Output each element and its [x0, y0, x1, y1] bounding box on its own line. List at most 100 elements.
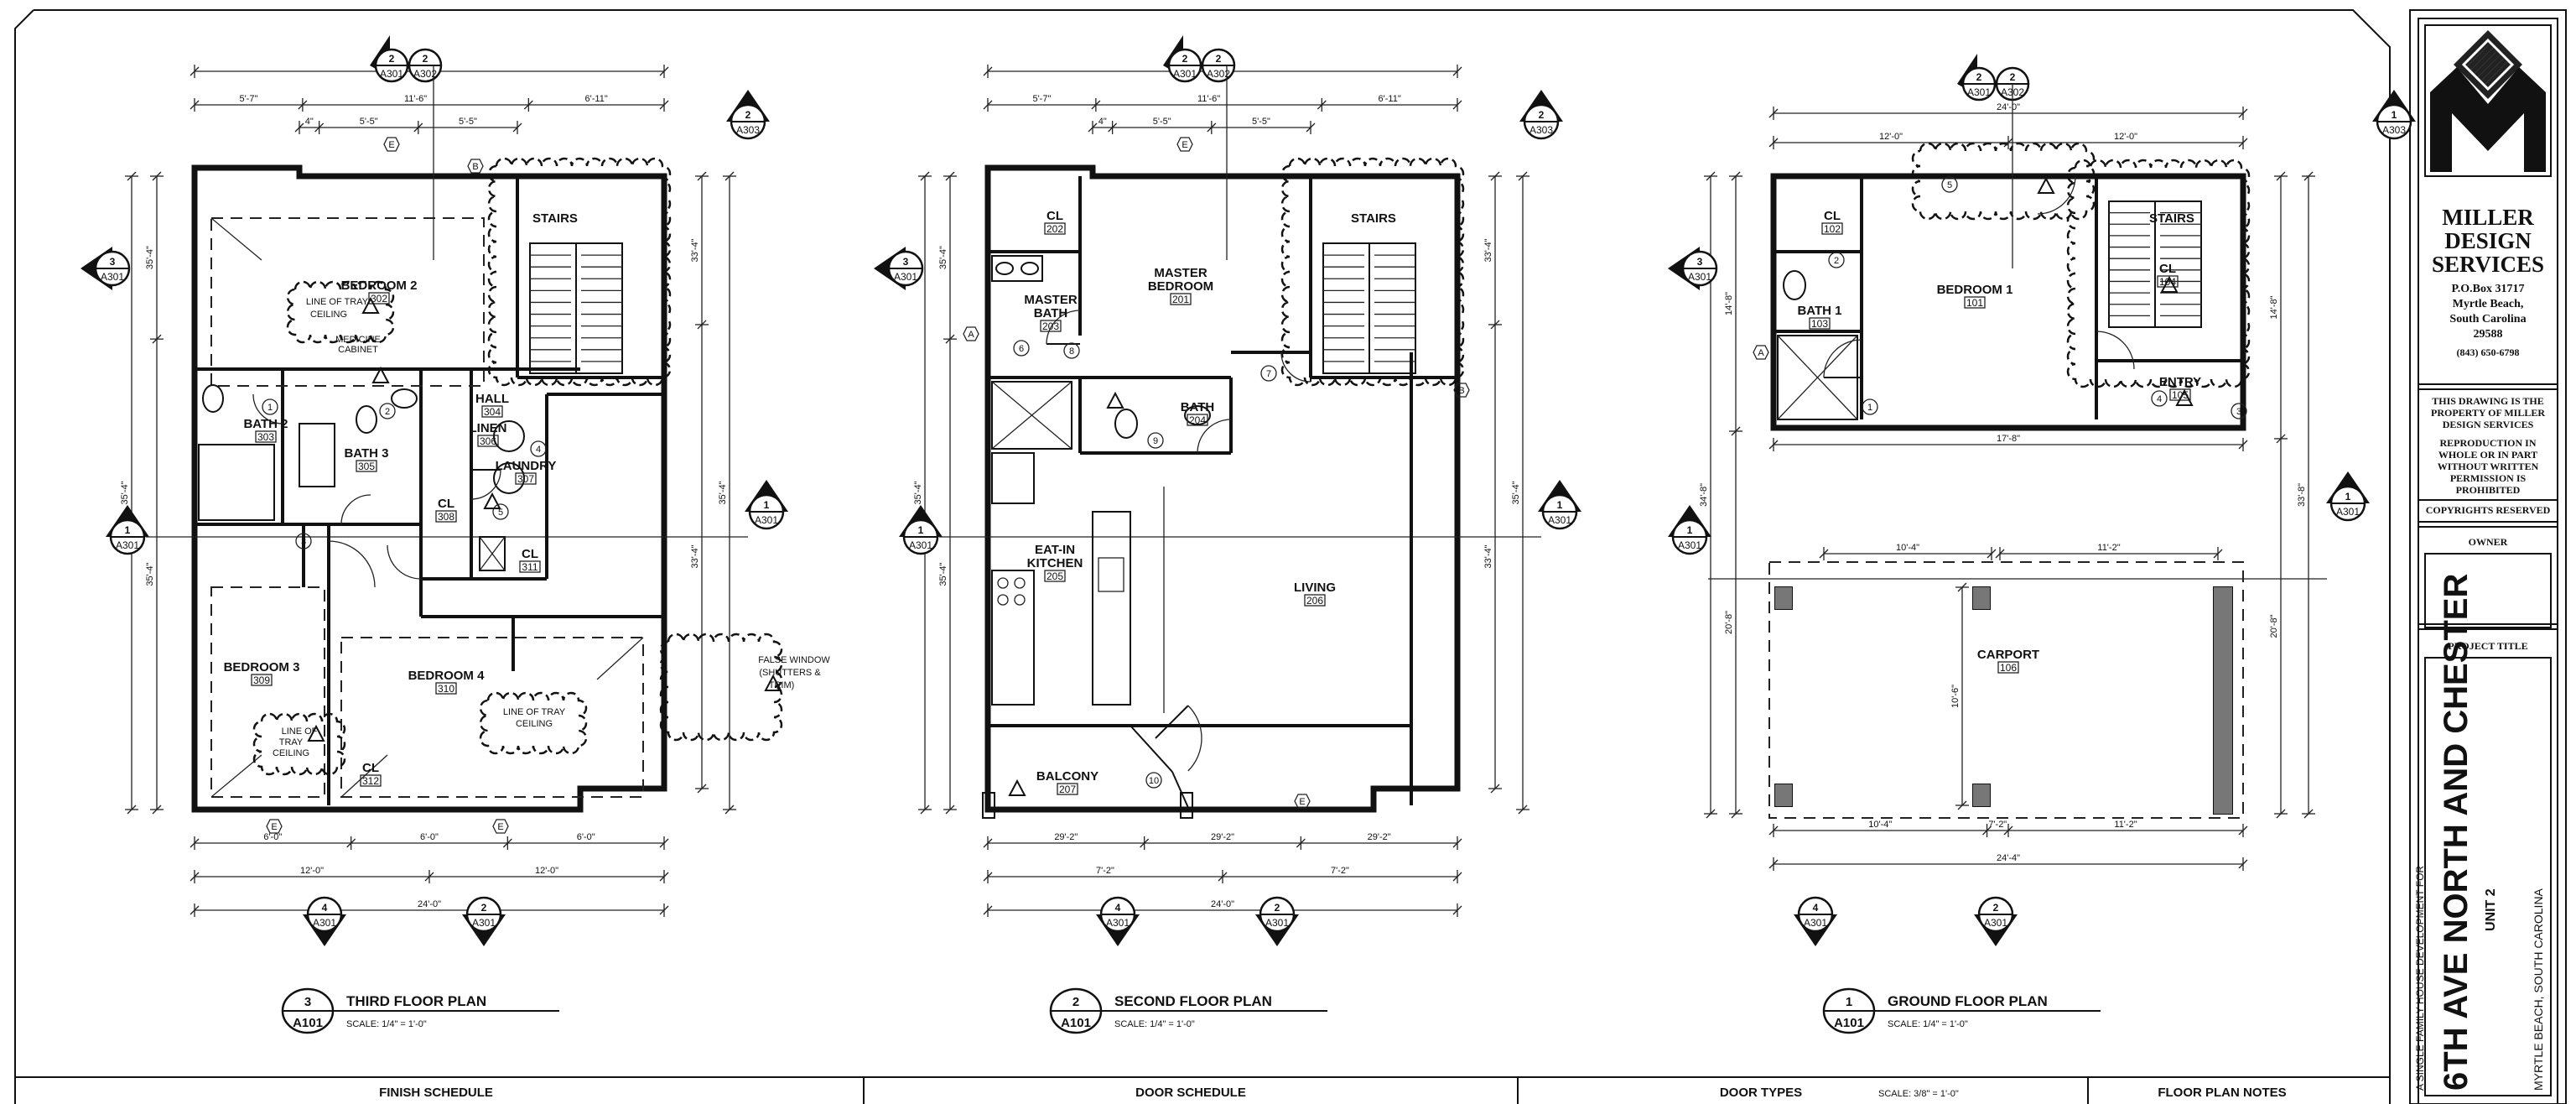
tag-label: 2	[385, 407, 390, 417]
room-name: LAUNDRY	[496, 459, 557, 473]
section-number: 1	[764, 499, 770, 511]
door-tag	[1260, 365, 1277, 382]
dimension-label: 24'-0"	[418, 899, 441, 909]
room-name: BEDROOM	[1148, 279, 1213, 294]
section-number: 2	[1182, 53, 1188, 65]
revision-cloud	[2066, 159, 2251, 388]
revision-delta-icon	[2160, 275, 2179, 293]
section-sheet: A301	[1265, 917, 1289, 929]
column-stub	[982, 792, 995, 819]
room-number: 202	[1046, 223, 1063, 235]
dimension-label: 14'-8"	[2269, 295, 2279, 319]
dimension-label: 5'-5"	[1153, 117, 1171, 127]
room-number: 203	[1042, 320, 1059, 332]
section-sheet: A301	[101, 271, 124, 283]
room-number: 204	[1189, 414, 1206, 426]
door-arc	[340, 494, 371, 525]
tray-ceiling-diagonal	[210, 217, 262, 261]
door-arc	[1823, 339, 1862, 378]
section-sheet: A303	[1530, 124, 1553, 136]
right-dimension-chain: 33'-4"33'-4"	[1483, 171, 1502, 794]
room-number-box	[1821, 222, 1843, 235]
ground-floor-plan: 24'-0"12'-0"12'-0"17'-8"10'-4"11'-2"10'-…	[1668, 54, 2416, 1034]
tag: E	[1294, 794, 1311, 809]
dimension-label: 33'-4"	[690, 544, 700, 568]
room-number-box	[1964, 296, 1986, 309]
room-number-box	[435, 682, 457, 695]
door-tag	[1828, 252, 1845, 268]
section-sheet: A303	[2382, 124, 2406, 136]
dryer	[493, 462, 525, 494]
stair-run	[2108, 200, 2202, 328]
plan-title-text: THIRD FLOOR PLAN	[346, 993, 486, 1009]
owner-label: OWNER	[2469, 536, 2508, 548]
room-name: HALL	[475, 392, 509, 406]
room-number-box	[519, 560, 541, 573]
dimension-label: 5'-7"	[1032, 94, 1051, 104]
tag: A	[1753, 345, 1769, 360]
room-label: STAIRS	[1351, 211, 1396, 226]
tray-ceiling-line	[210, 586, 325, 798]
revision-cloud	[479, 691, 588, 755]
tag-label: E	[1299, 797, 1305, 807]
carport-outline	[1768, 561, 2244, 819]
room-number: 307	[517, 473, 534, 485]
door-tag	[379, 403, 396, 419]
bottom-dimension-chain: 29'-2"29'-2"29'-2"	[983, 832, 1462, 850]
room-name: BATH	[1034, 306, 1068, 320]
door-arc	[1280, 352, 1311, 383]
dimension-label: 17'-8"	[1997, 434, 2020, 444]
room-name: MASTER	[1024, 293, 1078, 307]
tag-label: E	[1182, 140, 1187, 150]
stair-run	[529, 242, 623, 374]
column-fill	[1775, 587, 1792, 609]
tag: A	[963, 326, 979, 341]
column-fill	[1973, 587, 1990, 609]
room-name: CL	[438, 497, 454, 511]
dimension-label: 12'-0"	[2114, 132, 2137, 142]
dimension-label: 10'-6"	[1950, 685, 1961, 708]
room-name: LIVING	[1294, 581, 1336, 595]
section-number: 2	[1216, 53, 1222, 65]
revision-cloud	[1280, 157, 1465, 387]
dimension-label: 7'-2"	[1096, 866, 1114, 876]
plan-scale: SCALE: 1/4" = 1'-0"	[1888, 1019, 1968, 1029]
revision-delta-icon	[483, 492, 501, 509]
kitchen-sink	[1098, 557, 1124, 592]
tag-label: B	[1458, 386, 1464, 396]
door-tag	[1147, 432, 1164, 449]
tag-label: 4	[2157, 394, 2162, 404]
firm-address-line-4: 29588	[2474, 328, 2503, 341]
tray-ceiling-diagonal	[596, 637, 644, 680]
door-tag	[1862, 398, 1878, 415]
room-number-box	[1187, 414, 1208, 426]
room-number: 207	[1059, 784, 1076, 795]
washer	[493, 420, 525, 452]
top-dimension-chain-2: 4"5'-5"5'-5"	[1088, 117, 1316, 134]
second-floor-plan: 24'-0"5'-7"11'-6"6'-11"4"5'-5"5'-5"35'-4…	[874, 35, 1581, 1034]
shower	[198, 444, 275, 521]
room-number-box	[1044, 222, 1066, 235]
firm-address-line-1: P.O.Box 31717	[2452, 283, 2525, 295]
tag: 2	[379, 403, 396, 419]
bottom-dimension-chain-2: 7'-2"7'-2"	[983, 866, 1462, 883]
dimension-label: 5'-5"	[1252, 117, 1270, 127]
door-arc	[387, 544, 422, 580]
bottom-dimension-chain: 10'-4"7'-2"11'-2"	[1768, 820, 2248, 837]
room-number-box	[1997, 661, 2019, 674]
note-text: FALSE WINDOW	[758, 655, 830, 665]
dimension-label: 20'-8"	[2269, 614, 2279, 638]
tag-label: 3	[301, 537, 306, 547]
tag-label: E	[388, 140, 394, 150]
